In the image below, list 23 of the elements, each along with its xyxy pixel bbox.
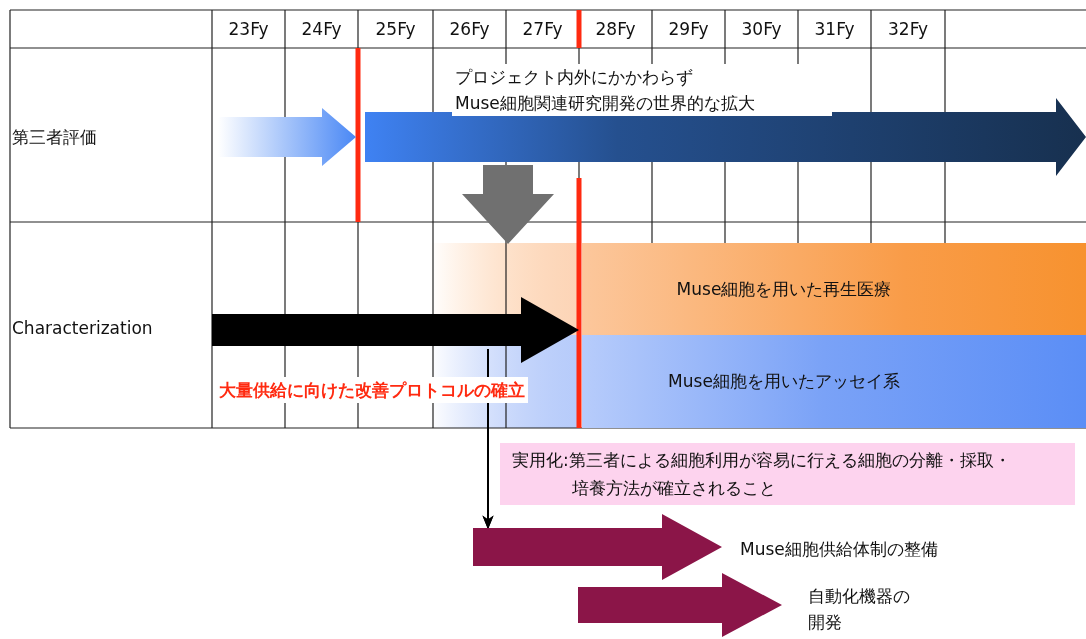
year-label: 27Fy bbox=[521, 18, 564, 41]
note-box: 実用化:第三者による細胞利用が容易に行える細胞の分離・採取・培養方法が確立されること bbox=[500, 443, 1075, 505]
year-label: 30Fy bbox=[740, 18, 783, 41]
row-heading: Characterization bbox=[12, 309, 207, 347]
arrow-shape bbox=[578, 573, 782, 637]
row-heading: 第三者評価 bbox=[12, 116, 202, 158]
arrow-caption: プロジェクト内外にかかわらずMuse細胞関連研究開発の世界的な拡大 bbox=[452, 64, 832, 116]
year-label: 25Fy bbox=[374, 18, 417, 41]
timeline-band: Muse細胞を用いたアッセイ系 bbox=[582, 335, 1086, 428]
arrow-caption: 大量供給に向けた改善プロトコルの確立 bbox=[216, 377, 528, 403]
arrow-caption: 自動化機器の開発 bbox=[808, 585, 911, 634]
year-label: 31Fy bbox=[813, 18, 856, 41]
arrow-shape bbox=[473, 514, 722, 580]
timeline-band: Muse細胞を用いた再生医療 bbox=[582, 243, 1086, 335]
year-label: 32Fy bbox=[887, 18, 929, 41]
year-label: 26Fy bbox=[448, 18, 491, 41]
year-label: 28Fy bbox=[594, 18, 637, 41]
year-label: 23Fy bbox=[227, 18, 270, 41]
year-label: 24Fy bbox=[300, 18, 343, 41]
arrow-shape bbox=[212, 297, 579, 363]
arrow-caption: Muse細胞供給体制の整備 bbox=[740, 538, 939, 561]
year-label: 29Fy bbox=[667, 18, 710, 41]
block-arrow bbox=[462, 165, 554, 244]
